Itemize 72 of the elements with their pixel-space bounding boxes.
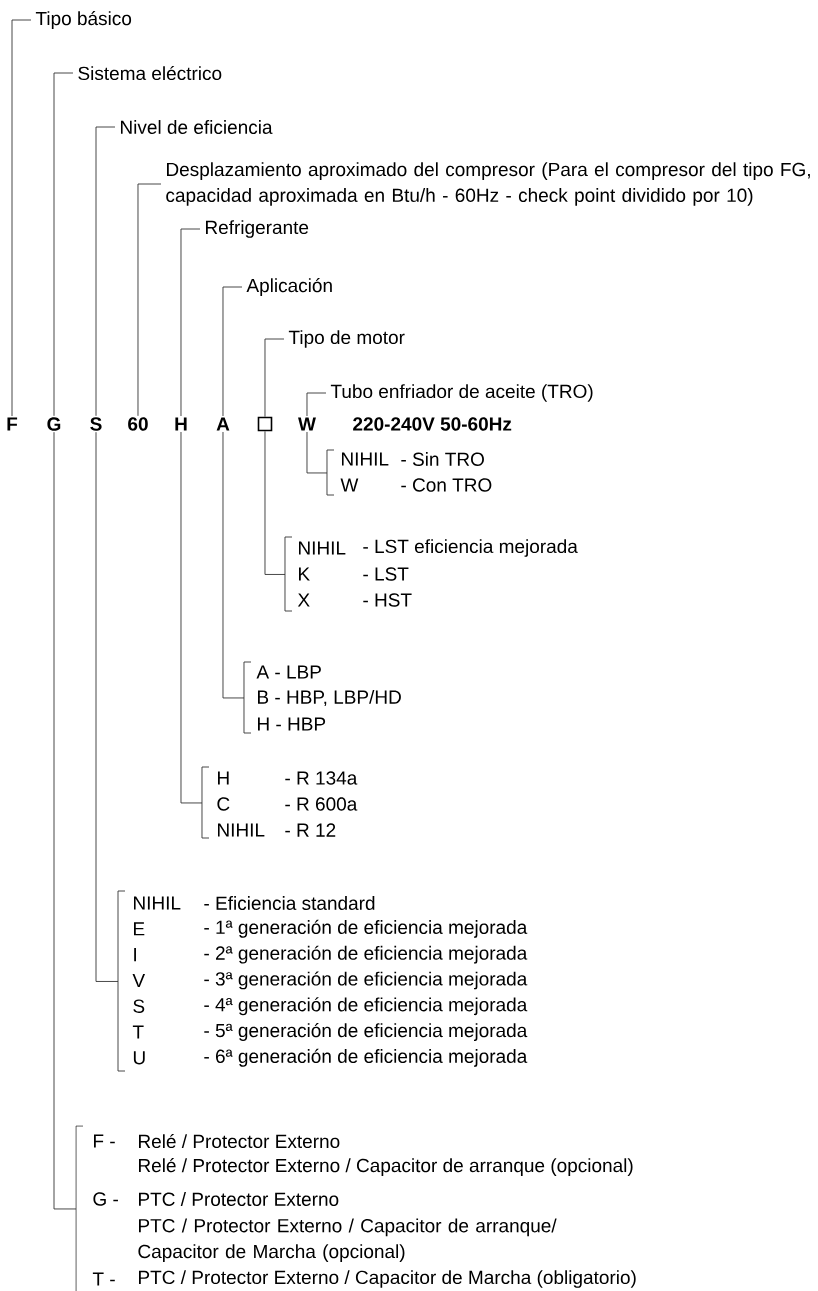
code-letter: W — [298, 417, 316, 431]
leader-line — [53, 72, 74, 417]
option-text: PTC / Protector Externo / Capacitor de Marcha (obligatorio) — [139, 1270, 636, 1288]
option-text: I — [134, 948, 136, 962]
option-text: C — [217, 797, 230, 811]
option-text: H - HBP — [258, 717, 326, 731]
heading-text: Tipo básico — [35, 11, 132, 29]
code-square — [257, 416, 273, 432]
option-text: A - LBP — [256, 665, 321, 679]
heading-text: Desplazamiento aproximado del compresor (Para el compresor del tipo FG, capacidad aproximada en Btu/h - 60Hz - check point dividido por 10) — [166, 162, 810, 206]
option-text: - Con TRO — [401, 478, 492, 492]
leader-line — [264, 430, 286, 575]
option-text: - 5ª generación de eficiencia mejorada — [204, 1023, 528, 1041]
voltage-text: 220-240V 50-60Hz — [353, 417, 512, 431]
option-text: - LST eficiencia mejorada — [363, 539, 578, 557]
option-text: Relé / Protector Externo / Capacitor de arranque (opcional) — [139, 1158, 633, 1176]
option-text: F - — [94, 1134, 115, 1148]
leader-line — [222, 286, 243, 417]
option-text: - R 12 — [285, 823, 336, 837]
option-text: Relé / Protector Externo — [139, 1133, 340, 1149]
option-text: - Eficiencia standard — [204, 896, 375, 910]
option-text: NIHIL — [342, 452, 389, 466]
option-text: - HST — [363, 593, 412, 607]
option-text: PTC / Protector Externo — [139, 1192, 339, 1206]
leader-line — [95, 126, 116, 417]
heading-text: Tipo de motor — [288, 330, 405, 348]
option-text: - 6ª generación de eficiencia mejorada — [204, 1048, 528, 1067]
leader-line — [137, 183, 162, 417]
code-letter: F — [7, 417, 18, 431]
option-text: G - — [93, 1192, 118, 1206]
option-text: W — [340, 478, 359, 492]
option-text: - LST — [363, 567, 409, 581]
option-text: H — [218, 771, 229, 785]
option-text: PTC / Protector Externo / Capacitor de arranque/ Capacitor de Marcha (opcional) — [138, 1218, 557, 1262]
option-text: T — [132, 1025, 144, 1039]
leader-line — [53, 431, 77, 1210]
leader-line — [11, 19, 32, 417]
leader-line — [95, 431, 119, 982]
option-text: S — [133, 999, 145, 1013]
heading-text: Refrigerante — [206, 220, 309, 238]
heading-text: Sistema eléctrico — [78, 65, 222, 81]
option-text: - R 600a — [285, 797, 358, 811]
option-text: - R 134a — [285, 771, 358, 785]
option-text: K — [299, 567, 310, 581]
leader-line — [180, 228, 201, 417]
option-text: - 3ª generación de eficiencia mejorada — [204, 971, 528, 990]
option-text: T - — [92, 1272, 115, 1286]
option-text: E — [134, 922, 145, 936]
option-text: NIHIL — [134, 896, 181, 910]
option-text: V — [132, 973, 146, 987]
leader-line — [306, 392, 327, 417]
option-text: B - HBP, LBP/HD — [258, 689, 401, 707]
code-letter: 60 — [128, 417, 148, 431]
code-letter: H — [175, 417, 187, 431]
heading-text: Nivel de eficiencia — [121, 120, 273, 134]
option-text: - 4ª generación de eficiencia mejorada — [204, 997, 528, 1016]
leader-line — [264, 338, 285, 418]
code-letter: S — [90, 417, 102, 431]
leader-line — [306, 431, 328, 474]
heading-text: Tubo enfriador de aceite (TRO) — [330, 384, 593, 402]
option-text: - 2ª generación de eficiencia mejorada — [204, 945, 528, 964]
option-text: NIHIL — [299, 541, 346, 555]
leader-line — [180, 431, 203, 804]
option-text: U — [133, 1051, 145, 1065]
heading-text: Aplicación — [246, 278, 332, 296]
option-text: - Sin TRO — [401, 452, 484, 466]
option-text: - 1ª generación de eficiencia mejorada — [204, 919, 528, 938]
code-letter: G — [47, 417, 61, 431]
option-text: NIHIL — [218, 823, 265, 837]
option-text: X — [297, 593, 310, 607]
code-letter: A — [216, 417, 230, 431]
leader-line — [222, 431, 245, 699]
